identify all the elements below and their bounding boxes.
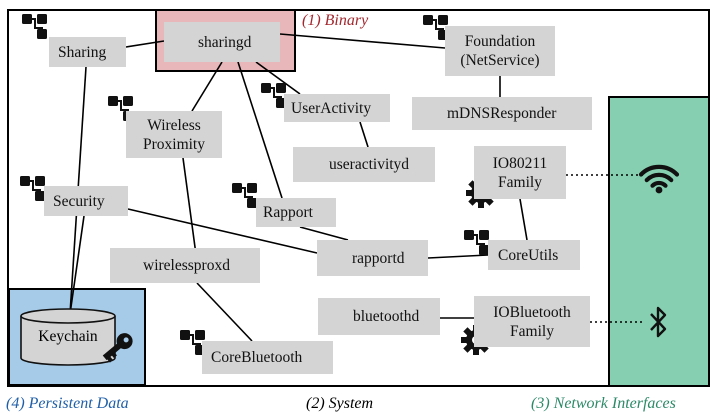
node-io80211-family-label: IO80211 Family bbox=[492, 154, 548, 191]
node-sharing: Sharing bbox=[49, 37, 126, 67]
node-foundation: Foundation (NetService) bbox=[445, 26, 555, 76]
node-security-label: Security bbox=[53, 192, 105, 210]
edge-sharingd-rapport bbox=[237, 61, 283, 199]
edge-sharingd-wireless-proximity bbox=[191, 61, 223, 112]
key-icon bbox=[102, 333, 133, 363]
node-mdnsresponder: mDNSResponder bbox=[412, 97, 592, 130]
node-wireless-proximity: Wireless Proximity bbox=[126, 111, 222, 158]
edge-wirelessproxd-corebluetooth bbox=[196, 282, 253, 342]
node-useractivityd-label: useractivityd bbox=[329, 156, 410, 173]
node-bluetoothd: bluetoothd bbox=[318, 298, 440, 335]
edge-sharingd-useractivity bbox=[255, 61, 301, 95]
node-useractivity: UserActivity bbox=[284, 94, 390, 122]
node-useractivity-label: UserActivity bbox=[291, 99, 372, 117]
network-interfaces-region-label: (3) Network Interfaces bbox=[531, 395, 676, 412]
node-bluetoothd-label: bluetoothd bbox=[353, 308, 420, 325]
node-rapport-label: Rapport bbox=[263, 204, 313, 221]
binary-region-label: (1) Binary bbox=[302, 12, 369, 29]
node-corebluetooth: CoreBluetooth bbox=[202, 341, 333, 374]
bluetooth-icon bbox=[650, 306, 667, 338]
node-wirelessproxd-label: wirelessproxd bbox=[143, 257, 230, 274]
system-region-label: (2) System bbox=[306, 395, 374, 412]
edge-wireless-proximity-corebluetooth bbox=[182, 157, 198, 263]
node-security: Security bbox=[44, 186, 128, 216]
node-io80211-family: IO80211 Family bbox=[474, 146, 566, 199]
edge-rapportd-coreutils bbox=[427, 254, 489, 259]
edge-sharingd-foundation bbox=[279, 33, 446, 49]
node-wireless-proximity-label: Wireless Proximity bbox=[142, 116, 205, 153]
node-keychain-label: Keychain bbox=[38, 328, 98, 345]
wifi-icon bbox=[638, 164, 680, 194]
coreutils-framework-icon bbox=[464, 230, 489, 255]
network-interfaces-region bbox=[608, 96, 710, 387]
node-rapport: Rapport bbox=[256, 198, 336, 227]
node-coreutils: CoreUtils bbox=[488, 240, 580, 270]
keychain-database-icon bbox=[20, 308, 116, 366]
edge-sharing-sharingd bbox=[125, 40, 165, 48]
edge-security-keychain bbox=[69, 215, 85, 315]
interface-icons bbox=[638, 164, 680, 338]
useractivity-framework-icon bbox=[261, 83, 286, 108]
rapport-framework-icon bbox=[232, 183, 257, 208]
edge-useractivity-useractivityd bbox=[359, 121, 369, 148]
node-iobluetooth-family-label: IOBluetooth Family bbox=[493, 303, 571, 340]
node-corebluetooth-label: CoreBluetooth bbox=[211, 349, 303, 366]
node-wirelessproxd: wirelessproxd bbox=[110, 248, 260, 283]
node-iobluetooth-family: IOBluetooth Family bbox=[474, 296, 590, 347]
node-coreutils-label: CoreUtils bbox=[498, 246, 559, 264]
node-rapportd-label: rapportd bbox=[352, 249, 405, 267]
node-sharingd-label: sharingd bbox=[198, 33, 252, 51]
persistent-data-region-label: (4) Persistent Data bbox=[6, 395, 129, 412]
node-mdnsresponder-label: mDNSResponder bbox=[447, 105, 557, 122]
edge-io80211-coreutils bbox=[519, 198, 528, 241]
edge-security-rapportd bbox=[127, 208, 318, 254]
sharing-framework-icon bbox=[22, 14, 47, 39]
security-framework-icon bbox=[20, 176, 45, 201]
node-sharingd: sharingd bbox=[164, 22, 280, 62]
node-foundation-label: Foundation (NetService) bbox=[460, 33, 540, 69]
node-sharing-label: Sharing bbox=[58, 43, 107, 61]
node-useractivityd: useractivityd bbox=[293, 147, 435, 182]
edge-rapport-rapportd bbox=[299, 226, 349, 241]
node-rapportd: rapportd bbox=[317, 240, 428, 276]
